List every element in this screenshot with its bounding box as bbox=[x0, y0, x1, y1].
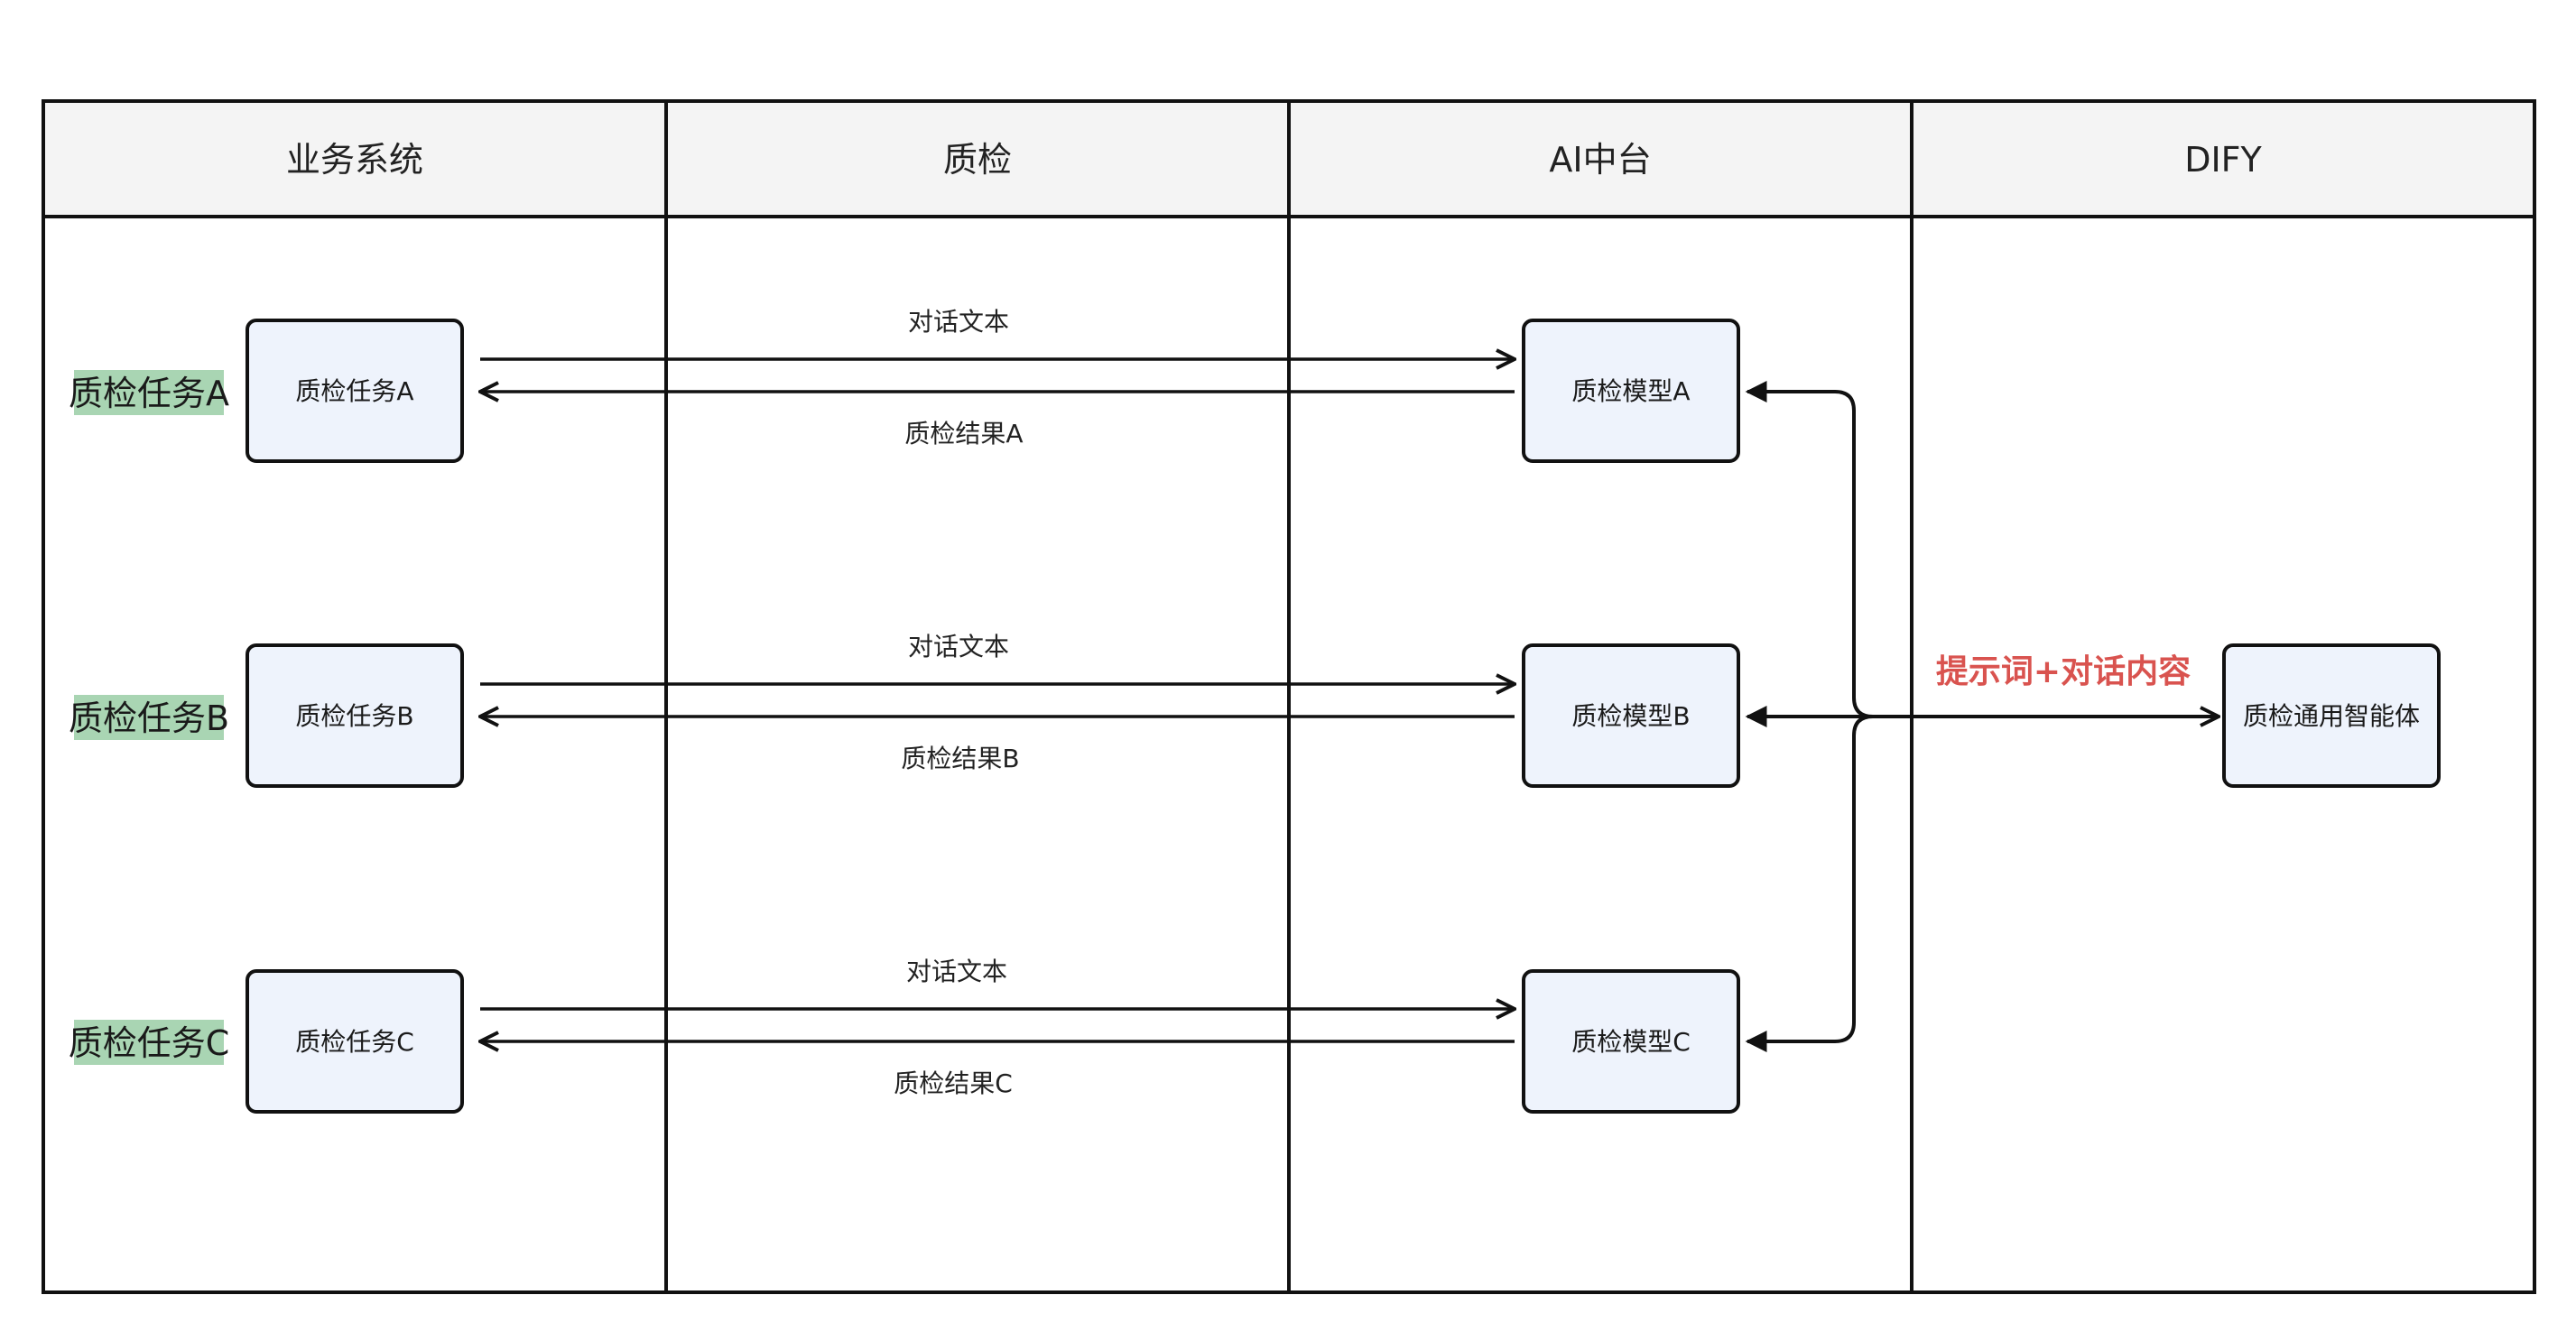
agent-node[interactable] bbox=[2222, 643, 2441, 788]
model-node-a[interactable] bbox=[1522, 319, 1740, 463]
column-title-business-system: 业务系统 bbox=[286, 140, 423, 180]
column-title-quality-inspection: 质检 bbox=[943, 140, 1012, 180]
agent-edge-label: 提示词+对话内容 bbox=[1936, 653, 2191, 690]
column-title-dify: DIFY bbox=[2184, 140, 2262, 180]
model-node-c-label: 质检模型C bbox=[1571, 1027, 1691, 1057]
result-label-b: 质检结果B bbox=[901, 744, 1019, 773]
task-node-b[interactable] bbox=[246, 643, 464, 788]
model-node-b-label: 质检模型B bbox=[1571, 701, 1690, 731]
model-node-c[interactable] bbox=[1522, 969, 1740, 1114]
task-node-c-label: 质检任务C bbox=[295, 1027, 414, 1057]
request-label-a: 对话文本 bbox=[908, 307, 1009, 337]
column-title-ai-platform: AI中台 bbox=[1549, 140, 1651, 180]
task-node-c[interactable] bbox=[246, 969, 464, 1114]
lane-label-a: 质检任务A bbox=[69, 374, 229, 413]
lane-label-bg-c bbox=[74, 1020, 224, 1065]
task-node-a-label: 质检任务A bbox=[295, 376, 413, 406]
lane-label-bg-a bbox=[74, 370, 224, 415]
lane-label-bg-b bbox=[74, 695, 224, 740]
lane-label-c: 质检任务C bbox=[69, 1023, 230, 1063]
request-label-c: 对话文本 bbox=[906, 957, 1007, 986]
result-label-a: 质检结果A bbox=[904, 419, 1023, 449]
lane-label-b: 质检任务B bbox=[69, 698, 229, 738]
model-node-b[interactable] bbox=[1522, 643, 1740, 788]
result-label-c: 质检结果C bbox=[894, 1068, 1013, 1098]
task-node-b-label: 质检任务B bbox=[295, 701, 413, 731]
task-node-a[interactable] bbox=[246, 319, 464, 463]
request-label-b: 对话文本 bbox=[908, 632, 1009, 661]
agent-node-label: 质检通用智能体 bbox=[2243, 701, 2420, 731]
model-node-a-label: 质检模型A bbox=[1571, 376, 1690, 406]
agent-connector-c bbox=[1745, 715, 1874, 1052]
